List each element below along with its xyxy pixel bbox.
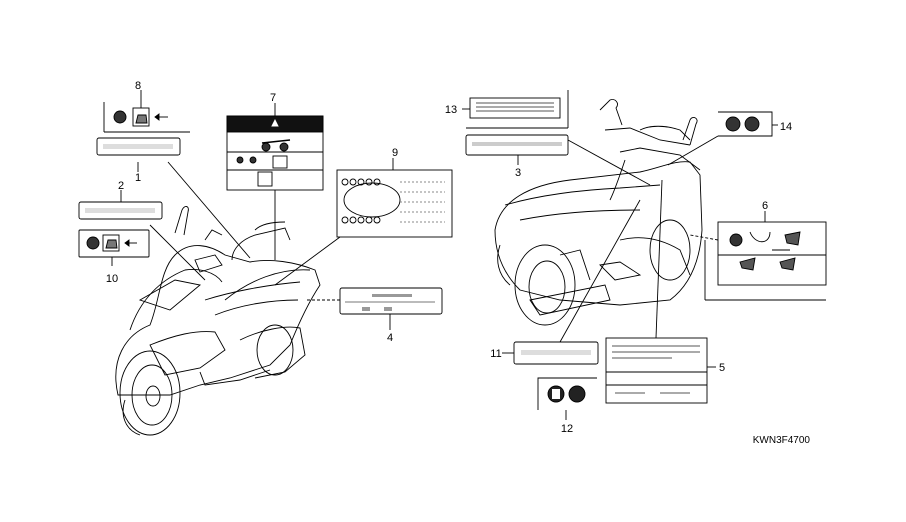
label-1 xyxy=(96,137,251,259)
label-11 xyxy=(502,199,641,365)
callout-11: 11 xyxy=(490,348,501,360)
callout-13: 13 xyxy=(445,104,457,116)
callout-4: 4 xyxy=(387,332,393,344)
label-2 xyxy=(78,190,206,281)
callout-7: 7 xyxy=(270,92,276,104)
label-12 xyxy=(537,377,597,420)
callout-numbers: 8 7 1 2 10 9 4 13 3 14 6 11 5 12 KWN3F47… xyxy=(106,80,811,446)
callout-10: 10 xyxy=(106,273,118,285)
label-7 xyxy=(226,103,324,260)
label-3 xyxy=(465,134,651,186)
label-9 xyxy=(274,158,453,286)
scooter-rear-view xyxy=(494,99,703,326)
label-4 xyxy=(305,287,443,330)
label-10 xyxy=(78,229,150,266)
label-8 xyxy=(103,90,190,133)
callout-1: 1 xyxy=(135,172,141,184)
label-5 xyxy=(605,179,716,404)
drawing-code: KWN3F4700 xyxy=(753,435,811,446)
label-13 xyxy=(462,90,569,129)
callout-14: 14 xyxy=(780,121,792,133)
callout-9: 9 xyxy=(392,147,398,159)
callout-6: 6 xyxy=(762,200,768,212)
callout-12: 12 xyxy=(561,423,573,435)
callout-5: 5 xyxy=(719,362,725,374)
callout-3: 3 xyxy=(515,167,521,179)
label-6 xyxy=(704,211,827,301)
scooter-front-view xyxy=(115,206,321,436)
callout-2: 2 xyxy=(118,180,124,192)
label-14 xyxy=(667,111,778,166)
callout-8: 8 xyxy=(135,80,141,92)
